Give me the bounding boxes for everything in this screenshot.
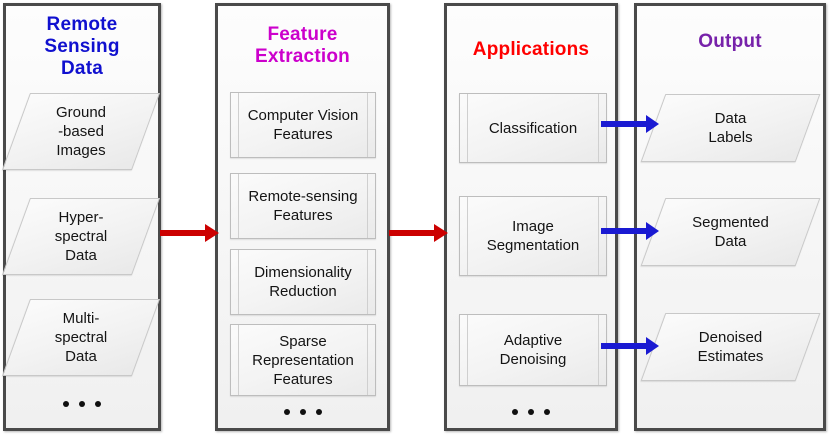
title-line: Extraction bbox=[255, 46, 350, 67]
arrow-data-to-features bbox=[160, 223, 219, 242]
node-label-line: Data bbox=[714, 110, 747, 127]
node-label: Computer Vision Features bbox=[231, 106, 375, 144]
ellipsis-remote-sensing-data bbox=[6, 398, 158, 410]
arrow-denoising-to-denoised-estimates bbox=[601, 337, 659, 355]
node-denoised-estimates[interactable]: Denoised Estimates bbox=[640, 313, 821, 381]
ellipsis-dot bbox=[528, 409, 534, 415]
node-multispectral-data[interactable]: Multi- spectral Data bbox=[1, 299, 161, 376]
ellipsis-dot bbox=[544, 409, 550, 415]
arrow-head bbox=[646, 337, 659, 355]
node-label-line: spectral bbox=[54, 228, 108, 245]
node-label-line: Images bbox=[56, 142, 106, 159]
node-label-line: Image bbox=[512, 218, 554, 235]
node-label: Sparse Representation Features bbox=[231, 332, 375, 389]
arrow-classification-to-data-labels bbox=[601, 115, 659, 133]
column-title-remote-sensing-data: Remote Sensing Data bbox=[6, 14, 158, 80]
ellipsis-dot bbox=[299, 409, 306, 415]
node-label-line: -based bbox=[58, 123, 104, 140]
node-label-line: Reduction bbox=[269, 283, 337, 300]
ellipsis-dot bbox=[315, 409, 322, 415]
node-label: Segmented Data bbox=[653, 213, 808, 251]
arrow-head bbox=[646, 222, 659, 240]
node-label-line: Estimates bbox=[697, 348, 764, 365]
node-ground-based-images[interactable]: Ground -based Images bbox=[1, 93, 161, 170]
node-label-line: Features bbox=[273, 370, 333, 388]
node-label-line: Data bbox=[65, 348, 97, 365]
node-segmented-data[interactable]: Segmented Data bbox=[640, 198, 821, 266]
title-line: Applications bbox=[472, 39, 590, 60]
title-line: Data bbox=[61, 58, 103, 79]
arrow-features-to-applications bbox=[389, 223, 448, 242]
arrow-shaft bbox=[601, 343, 647, 349]
node-label: Image Segmentation bbox=[460, 217, 606, 255]
node-label-line: Multi- bbox=[62, 310, 100, 327]
node-label-line: Denoising bbox=[499, 351, 567, 368]
column-feature-extraction: Feature Extraction Computer Vision Featu… bbox=[215, 3, 390, 431]
ellipsis-dot bbox=[79, 401, 85, 407]
title-line: Output bbox=[698, 31, 762, 52]
node-dimensionality-reduction[interactable]: Dimensionality Reduction bbox=[230, 249, 376, 315]
node-label-line: Segmentation bbox=[486, 237, 580, 254]
node-label-line: Data bbox=[714, 233, 747, 250]
node-label-line: Features bbox=[273, 207, 333, 224]
node-label-line: Features bbox=[273, 126, 333, 143]
arrow-segmentation-to-segmented-data bbox=[601, 222, 659, 240]
node-label-line: Remote-sensing bbox=[248, 188, 358, 205]
node-label-line: Sparse bbox=[279, 332, 327, 350]
node-adaptive-denoising[interactable]: Adaptive Denoising bbox=[459, 314, 607, 386]
node-label: Data Labels bbox=[653, 109, 808, 147]
arrow-head bbox=[646, 115, 659, 133]
title-line: Remote bbox=[46, 14, 118, 35]
node-label-line: Representation bbox=[252, 351, 354, 369]
arrow-shaft bbox=[601, 121, 647, 127]
ellipsis-dot bbox=[283, 409, 290, 415]
column-title-feature-extraction: Feature Extraction bbox=[218, 24, 387, 68]
ellipsis-dot bbox=[63, 401, 69, 407]
column-applications: Applications Classification Image Segmen… bbox=[444, 3, 618, 431]
node-label-line: Classification bbox=[488, 119, 578, 137]
arrow-shaft bbox=[160, 229, 207, 236]
title-line: Sensing bbox=[44, 36, 120, 57]
node-label-line: Ground bbox=[55, 104, 107, 121]
node-data-labels[interactable]: Data Labels bbox=[640, 94, 821, 162]
ellipsis-applications bbox=[447, 406, 615, 418]
title-line: Feature bbox=[267, 24, 338, 45]
column-title-output: Output bbox=[637, 31, 823, 53]
node-label-line: spectral bbox=[54, 329, 108, 346]
arrow-head bbox=[205, 223, 219, 242]
node-label-line: Dimensionality bbox=[254, 264, 352, 281]
node-sparse-representation-features[interactable]: Sparse Representation Features bbox=[230, 324, 376, 396]
node-label-line: Labels bbox=[708, 129, 753, 146]
ellipsis-dot bbox=[512, 409, 518, 415]
node-label: Classification bbox=[460, 119, 606, 138]
node-label-line: Hyper- bbox=[58, 209, 104, 226]
node-label: Multi- spectral Data bbox=[16, 309, 146, 366]
arrow-shaft bbox=[601, 228, 647, 234]
arrow-shaft bbox=[389, 229, 436, 236]
node-image-segmentation[interactable]: Image Segmentation bbox=[459, 196, 607, 276]
column-title-applications: Applications bbox=[447, 39, 615, 61]
node-label: Ground -based Images bbox=[16, 103, 146, 160]
node-label-line: Adaptive bbox=[503, 332, 563, 349]
ellipsis-dot bbox=[95, 401, 101, 407]
column-remote-sensing-data: Remote Sensing Data Ground -based Images… bbox=[1, 3, 161, 431]
node-label: Dimensionality Reduction bbox=[231, 263, 375, 301]
node-hyperspectral-data[interactable]: Hyper- spectral Data bbox=[1, 198, 161, 275]
node-label: Hyper- spectral Data bbox=[16, 208, 146, 265]
node-label: Denoised Estimates bbox=[653, 328, 808, 366]
node-label: Adaptive Denoising bbox=[460, 331, 606, 369]
node-remote-sensing-features[interactable]: Remote-sensing Features bbox=[230, 173, 376, 239]
node-label-line: Denoised bbox=[698, 329, 763, 346]
node-classification[interactable]: Classification bbox=[459, 93, 607, 163]
ellipsis-feature-extraction bbox=[218, 406, 387, 418]
arrow-head bbox=[434, 223, 448, 242]
node-label-line: Segmented bbox=[692, 214, 769, 231]
node-label-line: Computer Vision bbox=[247, 107, 359, 124]
node-label-line: Data bbox=[65, 247, 97, 264]
node-computer-vision-features[interactable]: Computer Vision Features bbox=[230, 92, 376, 158]
node-label: Remote-sensing Features bbox=[231, 187, 375, 225]
column-output: Output Data Labels Segmented Data Denois… bbox=[634, 3, 826, 431]
